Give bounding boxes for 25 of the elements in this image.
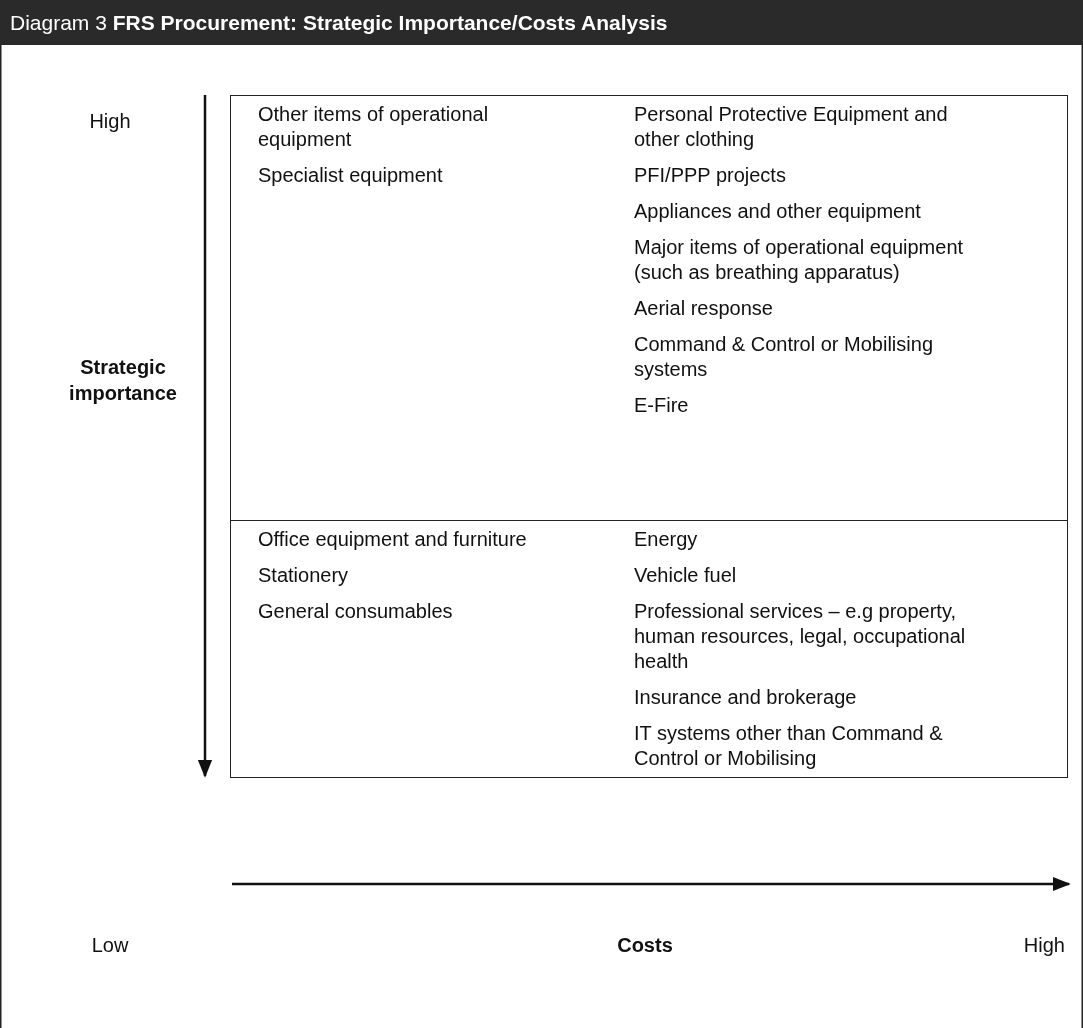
category-text: General consumables (258, 599, 454, 624)
category-text: E-Fire (634, 393, 690, 418)
category-text: Office equipment and furniture (258, 527, 528, 552)
category-text: Major items of operational equipment (such as breathing apparatus) (634, 235, 965, 285)
quadrant-band (230, 95, 1068, 521)
category-text: PFI/PPP projects (634, 163, 787, 188)
category-text: Insurance and brokerage (634, 685, 858, 710)
axis-label: High (1022, 933, 1065, 958)
category-text: IT systems other than Command & Control or Mobilising (634, 721, 944, 771)
title-bar: Diagram 3 FRS Procurement: Strategic Importance/Costs Analysis (0, 0, 1083, 45)
category-text: Professional services – e.g property, human resources, legal, occupational health (634, 599, 967, 674)
category-text: Vehicle fuel (634, 563, 738, 588)
category-text: Other items of operational equipment (258, 102, 490, 152)
category-text: Appliances and other equipment (634, 199, 922, 224)
category-text: Stationery (258, 563, 350, 588)
axis-label: Strategic importance (68, 355, 178, 406)
category-text: Energy (634, 527, 699, 552)
axis-label: Costs (616, 933, 674, 958)
category-text: Aerial response (634, 296, 774, 321)
category-text: Specialist equipment (258, 163, 444, 188)
axis-label: High (88, 109, 132, 134)
category-text: Personal Protective Equipment and other clothing (634, 102, 949, 152)
category-text: Command & Control or Mobilising systems (634, 332, 934, 382)
axis-label: Low (90, 933, 130, 958)
quadrant-band (230, 520, 1068, 778)
